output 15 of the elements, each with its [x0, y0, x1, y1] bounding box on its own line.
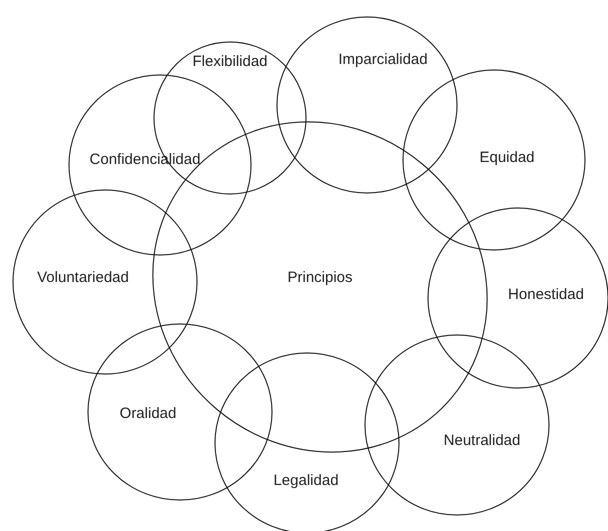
venn-circle	[403, 70, 585, 250]
circle-label: Principios	[287, 270, 353, 286]
venn-circle	[365, 335, 549, 515]
venn-circle	[277, 17, 457, 193]
circle-label: Flexibilidad	[192, 54, 268, 70]
circle-label: Oralidad	[120, 406, 176, 422]
venn-circle	[69, 75, 251, 255]
venn-circle	[13, 190, 197, 374]
circle-label: Voluntariedad	[37, 270, 129, 286]
circle-label: Imparcialidad	[338, 52, 428, 68]
circle-label: Neutralidad	[444, 432, 520, 450]
circle-label: Honestidad	[508, 286, 584, 304]
circle-label: Equidad	[479, 150, 535, 166]
circle-label: Legalidad	[273, 472, 339, 490]
venn-circle	[88, 324, 272, 500]
